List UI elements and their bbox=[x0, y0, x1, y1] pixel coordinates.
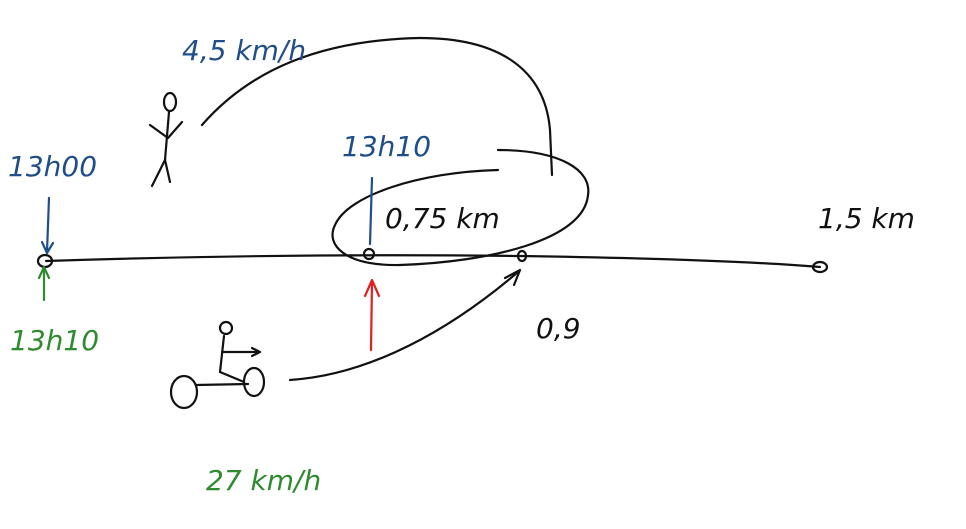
walker-arrival-arrow bbox=[368, 176, 374, 246]
overtake-point-label: 0,9 bbox=[536, 312, 581, 345]
rider-path-arrow bbox=[288, 270, 520, 382]
rider-start-time-label: 13h10 bbox=[10, 324, 99, 357]
walker-path-arc bbox=[200, 36, 554, 177]
distance-line bbox=[44, 254, 822, 269]
stick-figure-icon bbox=[148, 91, 184, 188]
red-up-arrow bbox=[369, 280, 374, 352]
bicycle-rider-icon bbox=[169, 320, 266, 410]
rider-speed-label: 27 km/h bbox=[206, 464, 321, 497]
meeting-ellipse bbox=[331, 148, 590, 267]
walker-start-time-label: 13h00 bbox=[8, 150, 97, 183]
walker-arrival-time-label: 13h10 bbox=[342, 130, 431, 163]
meeting-distance-label: 0,75 km bbox=[385, 202, 500, 235]
overtake-marker bbox=[516, 249, 528, 263]
rider-arrow-head bbox=[503, 268, 522, 287]
walker-start-arrow bbox=[45, 196, 51, 254]
total-distance-label: 1,5 km bbox=[818, 202, 915, 235]
end-marker bbox=[811, 260, 829, 274]
walker-speed-label: 4,5 km/h bbox=[182, 34, 306, 67]
walker-position-marker bbox=[362, 247, 376, 261]
